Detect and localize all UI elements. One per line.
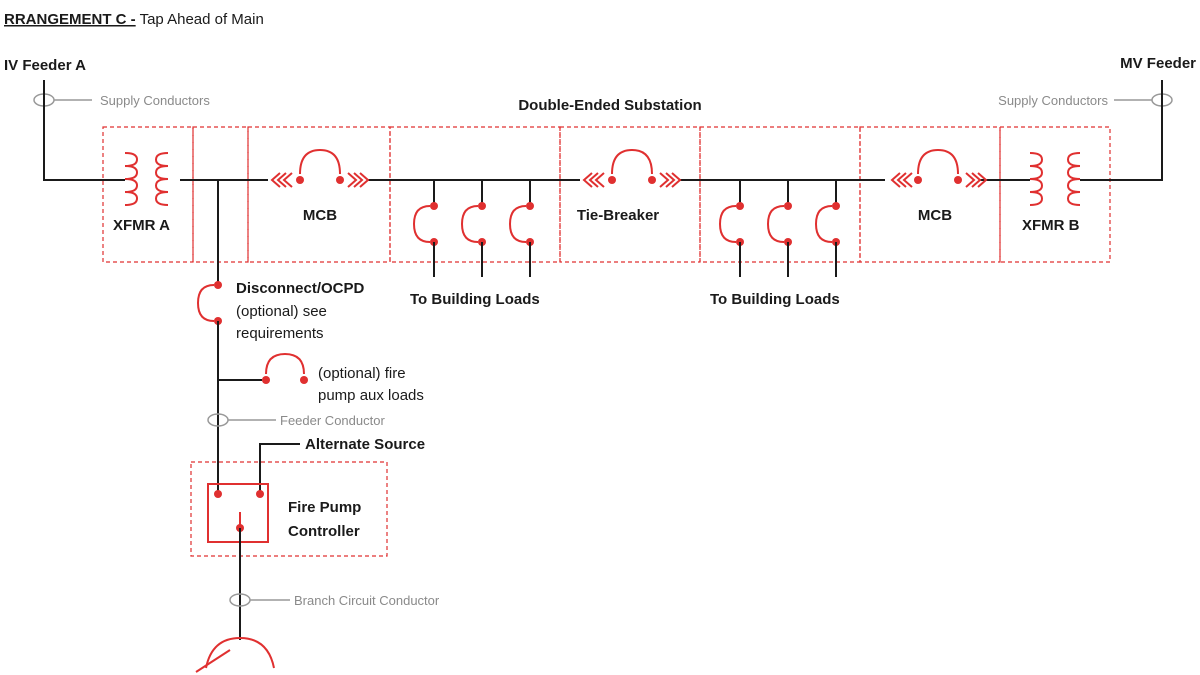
main-bus [43, 80, 1163, 181]
loads-right-label: To Building Loads [710, 291, 840, 308]
right-load-breakers [718, 180, 840, 277]
transformer-a-icon [124, 152, 169, 206]
loads-left-label: To Building Loads [410, 291, 540, 308]
xfmr-b-label: XFMR B [1022, 217, 1080, 234]
controller-label-line1: Fire Pump [288, 499, 361, 516]
alternate-source-label: Alternate Source [305, 436, 425, 453]
load-breaker-icon [508, 180, 534, 277]
feeder-conductor-marker [207, 413, 276, 427]
feeder-conductor-label: Feeder Conductor [280, 413, 385, 428]
substation-label: Double-Ended Substation [518, 97, 701, 114]
aux-loads-label-line1: (optional) fire [318, 365, 406, 382]
left-load-breakers [412, 180, 534, 277]
load-breaker-icon [718, 180, 744, 277]
transfer-switch-icon [207, 483, 269, 543]
branch-conductor-label: Branch Circuit Conductor [294, 593, 440, 608]
substation-sections [102, 126, 1111, 263]
mcb-left-breaker-icon [270, 148, 370, 188]
controller-label-line2: Controller [288, 523, 360, 540]
tie-breaker-label: Tie-Breaker [577, 207, 659, 224]
mcb-left-label: MCB [303, 207, 337, 224]
load-breaker-icon [460, 180, 486, 277]
load-breaker-icon [766, 180, 792, 277]
supply-conductor-left [33, 93, 92, 107]
transformer-b-icon [1029, 152, 1081, 206]
disconnect-note-line1: (optional) see [236, 303, 327, 320]
supply-conductors-right-label: Supply Conductors [998, 93, 1108, 108]
supply-conductors-left-label: Supply Conductors [100, 93, 210, 108]
xfmr-a-label: XFMR A [113, 217, 170, 234]
feeder-b-label: MV Feeder [1120, 55, 1196, 72]
alternate-source-line [259, 443, 300, 492]
load-breaker-icon [412, 180, 438, 277]
aux-loads-breaker-icon [218, 352, 308, 384]
disconnect-note-line2: requirements [236, 325, 324, 342]
mcb-right-label: MCB [918, 207, 952, 224]
fire-pump-motor-icon [195, 636, 275, 673]
disconnect-label: Disconnect/OCPD [236, 280, 365, 297]
supply-conductor-right [1114, 93, 1173, 107]
feeder-a-label: IV Feeder A [4, 57, 86, 74]
tie-breaker-icon [582, 148, 682, 188]
controller-enclosure [190, 461, 388, 557]
fire-pump-tap [196, 180, 222, 492]
load-breaker-icon [814, 180, 840, 277]
aux-loads-label-line2: pump aux loads [318, 387, 424, 404]
diagram-title: RRANGEMENT C - Tap Ahead of Main [4, 11, 264, 28]
mcb-right-breaker-icon [890, 148, 988, 188]
branch-conductor-marker [229, 593, 290, 607]
